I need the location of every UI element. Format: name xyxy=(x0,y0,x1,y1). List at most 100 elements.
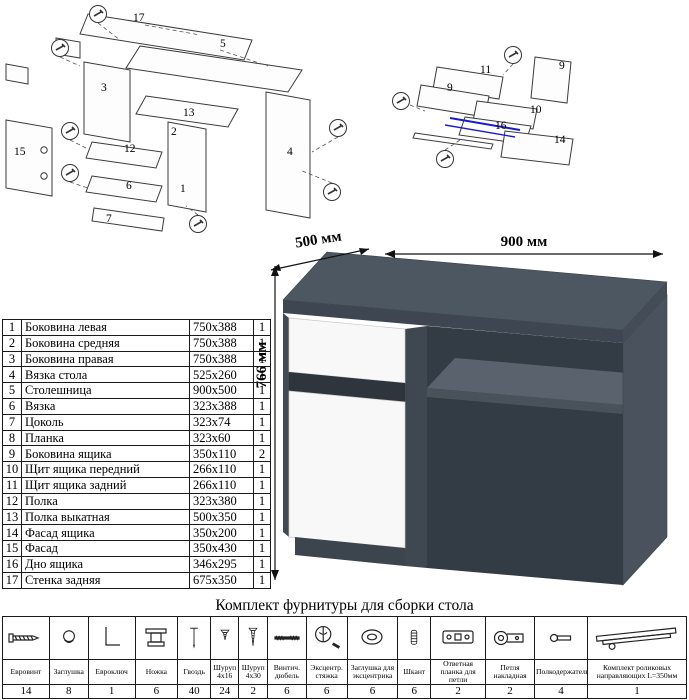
part-qty: 1 xyxy=(253,571,271,589)
keyboard-tray-edge xyxy=(427,388,623,414)
hardware-item-qty: 6 xyxy=(397,683,432,699)
panel-back-wall xyxy=(79,13,253,61)
part-num: 7 xyxy=(2,413,22,431)
panel-side-middle xyxy=(167,121,207,213)
part-name: Фасад xyxy=(21,540,190,557)
part-number-label: 16 xyxy=(495,120,507,132)
hex-key-icon xyxy=(104,627,120,646)
part-num: 17 xyxy=(2,571,22,589)
arrowhead xyxy=(359,248,369,255)
part-qty: 1 xyxy=(253,524,271,542)
part-qty: 1 xyxy=(253,413,271,431)
part-number-label: 17 xyxy=(133,12,145,24)
part-num: 2 xyxy=(2,334,22,352)
roller-guides-icon xyxy=(595,627,677,650)
part-size: 323x388 xyxy=(189,397,254,415)
shelf-support-icon xyxy=(549,633,572,643)
desk-top-right-edge xyxy=(623,282,667,343)
part-name: Вязка xyxy=(21,397,190,415)
cabinet-door xyxy=(288,390,406,549)
hardware-item-name: Заглушка xyxy=(48,659,89,685)
part-qty: 1 xyxy=(253,350,271,368)
desk-right-panel xyxy=(622,294,668,586)
arrowhead xyxy=(271,264,281,271)
hardware-item-name: Комплект роликовых направляющих L=350мм xyxy=(587,659,687,685)
overlay-hinge-icon xyxy=(493,630,524,646)
part-name: Щит ящика передний xyxy=(21,461,190,478)
hardware-item-name: Гвоздь xyxy=(177,659,211,685)
hardware-item-name: Эксцентр. стяжка xyxy=(305,659,348,685)
hardware-icons-row xyxy=(2,616,687,660)
part-name: Вязка стола xyxy=(21,366,190,384)
cabinet-side xyxy=(405,326,427,568)
part-num: 9 xyxy=(2,445,22,463)
part-size: 350x110 xyxy=(189,445,254,463)
part-num: 16 xyxy=(2,555,22,573)
cabinet-plinth xyxy=(295,537,405,566)
leg-icon xyxy=(145,628,168,647)
part-number-label: 5 xyxy=(220,38,226,50)
screw-4x16-icon xyxy=(220,629,230,641)
part-qty: 2 xyxy=(253,445,271,463)
part-num: 11 xyxy=(2,476,22,494)
eccentric-cap-icon xyxy=(361,629,384,645)
hardware-item-qty: 14 xyxy=(2,683,50,699)
panel-drawer-facade xyxy=(500,130,574,166)
drawer-front xyxy=(288,317,406,384)
hardware-item-qty: 2 xyxy=(485,683,536,699)
drawer-door-gap xyxy=(289,372,405,402)
panel-side-right xyxy=(83,61,131,143)
part-size: 323x380 xyxy=(189,492,254,510)
dowel-screw-icon xyxy=(274,635,300,641)
panel-shelf xyxy=(85,141,163,169)
hardware-item-name: Винтич. дюбель xyxy=(267,659,307,685)
part-size: 323x74 xyxy=(189,413,254,431)
part-qty: 1 xyxy=(253,492,271,510)
hardware-item-name: Ножка xyxy=(134,659,179,685)
part-qty: 1 xyxy=(253,366,271,384)
hardware-item-qty: 4 xyxy=(534,683,589,699)
part-number-label: 6 xyxy=(126,180,132,192)
screw-callout-icon xyxy=(61,122,79,140)
dimension-depth-label: 500 мм xyxy=(294,230,343,252)
part-num: 1 xyxy=(2,319,22,336)
arrowhead xyxy=(653,250,663,258)
part-size: 750x388 xyxy=(189,350,254,368)
hardware-item-qty: 1 xyxy=(87,683,136,699)
part-num: 14 xyxy=(2,524,22,542)
screw-callout-icon xyxy=(89,5,107,23)
hardware-item-qty: 6 xyxy=(134,683,179,699)
part-size: 266x110 xyxy=(189,476,254,494)
screw-callout-icon xyxy=(61,164,79,182)
hardware-item-name: Шуруп 4x30 xyxy=(238,659,268,685)
part-qty: 1 xyxy=(253,334,271,352)
desk-exploded-diagram: 17 5 3 13 12 6 7 15 2 1 4 xyxy=(5,5,347,233)
part-name: Боковина ящика xyxy=(21,445,190,463)
part-name: Боковина правая xyxy=(21,350,190,368)
screw-callout-icon xyxy=(436,150,454,168)
hardware-item-name: Евровинт xyxy=(2,659,50,685)
part-number-label: 2 xyxy=(171,126,177,138)
hardware-item-qty: 40 xyxy=(177,683,211,699)
hardware-item-qty: 1 xyxy=(587,683,687,699)
part-name: Боковина средняя xyxy=(21,334,190,352)
hinge-plate-icon xyxy=(442,630,474,644)
arrowhead xyxy=(271,570,279,580)
part-qty: 1 xyxy=(253,476,271,494)
part-name: Планка xyxy=(21,429,190,447)
part-qty: 1 xyxy=(253,555,271,573)
part-qty: 1 xyxy=(253,508,271,526)
screw-callout-icon xyxy=(329,119,347,137)
part-size: 500x350 xyxy=(189,508,254,526)
cap-plug-icon xyxy=(62,630,75,644)
part-num: 4 xyxy=(2,366,22,384)
part-name: Полка выкатная xyxy=(21,508,190,526)
part-qty: 1 xyxy=(253,540,271,557)
part-number-label: 3 xyxy=(101,82,107,94)
